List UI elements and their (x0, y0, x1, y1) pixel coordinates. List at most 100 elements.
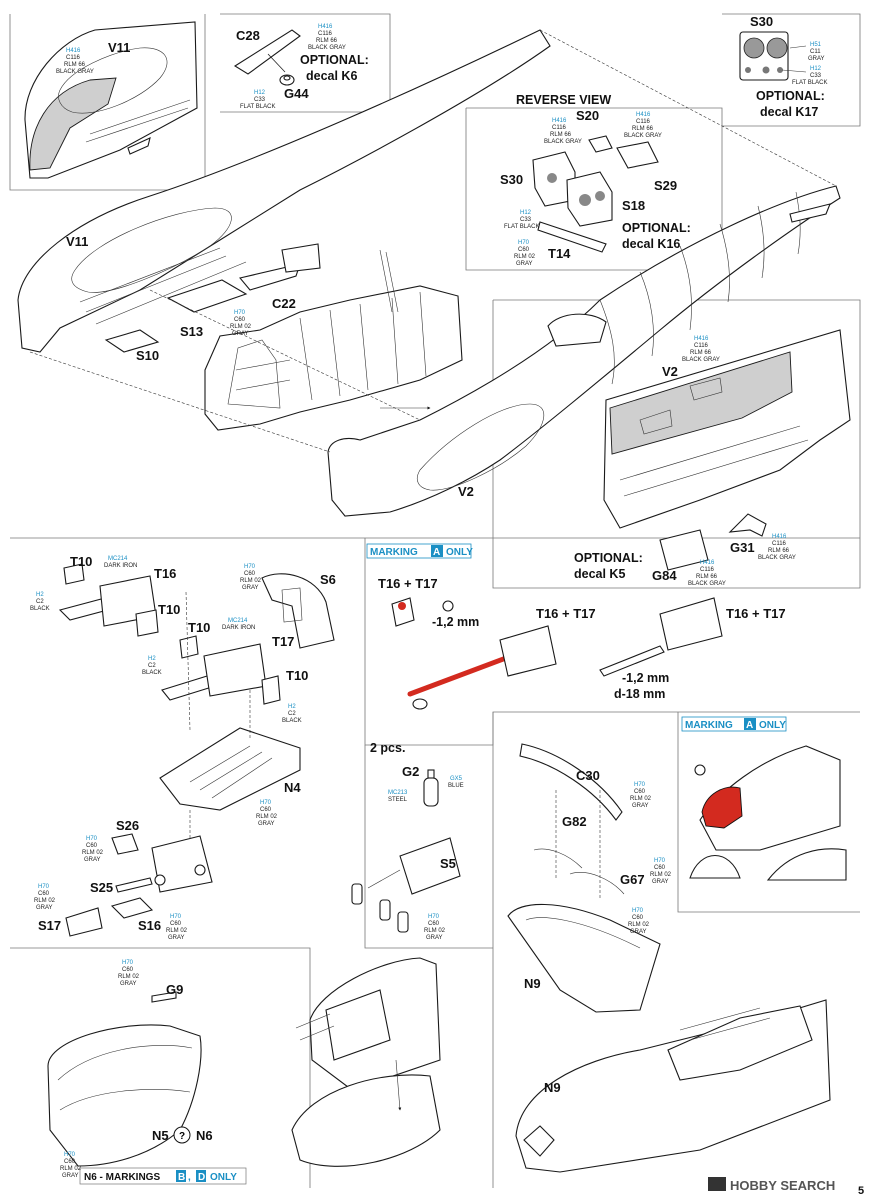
callout-h70-n5: H70 C60 RLM 02 GRAY (60, 1152, 82, 1179)
label-t10-b: T10 (158, 602, 180, 617)
label-s18: S18 (622, 198, 645, 213)
label-s6: S6 (320, 572, 336, 587)
svg-text:BLACK GRAY: BLACK GRAY (688, 581, 726, 587)
svg-text:C60: C60 (654, 865, 666, 871)
callout-h2-t10a: H2 C2 BLACK (30, 592, 50, 612)
label-s30: S30 (500, 172, 523, 187)
svg-text:RLM 66: RLM 66 (768, 548, 790, 554)
svg-text:H70: H70 (428, 914, 440, 920)
callout-h416-g84: H416 C116 RLM 66 BLACK GRAY (688, 560, 726, 587)
svg-text:H70: H70 (260, 800, 272, 806)
label-v11-main: V11 (66, 234, 88, 249)
reverse-view-detail (532, 135, 659, 253)
label-t10-c: T10 (188, 620, 210, 635)
svg-text:RLM 02: RLM 02 (82, 850, 104, 856)
svg-text:C116: C116 (66, 55, 81, 61)
g2-s5-detail (351, 769, 461, 933)
svg-text:C116: C116 (318, 31, 333, 37)
svg-text:H12: H12 (810, 66, 822, 72)
svg-text:H416: H416 (636, 112, 651, 118)
svg-text:H70: H70 (244, 564, 256, 570)
svg-text:C60: C60 (244, 571, 256, 577)
label-s5: S5 (440, 856, 456, 871)
marking-a-gun-detail (366, 543, 723, 710)
svg-text:C60: C60 (234, 317, 246, 323)
panel-frames (9, 13, 861, 1188)
svg-text:H70: H70 (122, 960, 134, 966)
svg-text:C60: C60 (634, 789, 646, 795)
svg-text:C116: C116 (636, 119, 651, 125)
label-s25: S25 (90, 880, 113, 895)
svg-text:RLM 66: RLM 66 (632, 126, 654, 132)
svg-text:H70: H70 (38, 884, 50, 890)
svg-text:C33: C33 (810, 73, 822, 79)
svg-text:H70: H70 (64, 1152, 76, 1158)
label-s29: S29 (654, 178, 677, 193)
note-optional-k6-l1: OPTIONAL: (300, 53, 369, 67)
note-optional-k6-l2: decal K6 (306, 69, 357, 83)
callout-h2-t10c: H2 C2 BLACK (142, 656, 162, 676)
note-optional-k16-l1: OPTIONAL: (622, 221, 691, 235)
svg-text:GRAY: GRAY (120, 981, 137, 987)
svg-text:GRAY: GRAY (808, 56, 825, 62)
callout-h416-s20-left: H416 C116 RLM 66 BLACK GRAY (544, 118, 582, 145)
svg-text:C33: C33 (254, 97, 266, 103)
main-fuselage (17, 29, 841, 517)
label-n5: N5 (152, 1128, 169, 1143)
n6-prefix: N6 - MARKINGS (84, 1172, 160, 1183)
svg-text:H70: H70 (170, 914, 182, 920)
svg-text:RLM 02: RLM 02 (650, 872, 672, 878)
callout-h70-s6: H70 C60 RLM 02 GRAY (240, 564, 262, 591)
label-c28: C28 (236, 28, 260, 43)
svg-text:BLACK GRAY: BLACK GRAY (544, 139, 582, 145)
callout-h70-t14: H70 C60 RLM 02 GRAY (514, 240, 536, 267)
c28-g44-detail (233, 29, 301, 86)
label-s30-top: S30 (750, 14, 773, 29)
page-number: 5 (858, 1185, 864, 1197)
svg-text:GX5: GX5 (450, 776, 463, 782)
svg-text:H70: H70 (234, 310, 246, 316)
svg-text:C116: C116 (700, 567, 715, 573)
svg-text:C60: C60 (428, 921, 440, 927)
label-s13: S13 (180, 324, 203, 339)
marking-word-1: MARKING (370, 547, 418, 558)
svg-text:GRAY: GRAY (232, 331, 249, 337)
svg-text:RLM 66: RLM 66 (64, 62, 86, 68)
label-t10-a: T10 (70, 554, 92, 569)
label-t16: T16 (154, 566, 176, 581)
callout-h70-g9: H70 C60 RLM 02 GRAY (118, 960, 140, 987)
svg-text:BLACK GRAY: BLACK GRAY (758, 555, 796, 561)
callout-h416-c28: H416 C116 RLM 66 BLACK GRAY (308, 24, 346, 51)
callout-h416-v11: H416 C116 RLM 66 BLACK GRAY (56, 48, 94, 75)
note-optional-k5-l1: OPTIONAL: (574, 551, 643, 565)
label-g84: G84 (652, 568, 677, 583)
svg-text:RLM 02: RLM 02 (34, 898, 56, 904)
label-v11-top: V11 (108, 40, 130, 55)
label-s26: S26 (116, 818, 139, 833)
svg-text:RLM 02: RLM 02 (514, 254, 536, 260)
n6-marking-d: D (198, 1172, 205, 1183)
svg-text:H70: H70 (518, 240, 530, 246)
svg-text:RLM 02: RLM 02 (424, 928, 446, 934)
svg-text:MC214: MC214 (228, 618, 248, 624)
callout-mc213-g2: MC213 STEEL (388, 790, 408, 803)
svg-text:RLM 02: RLM 02 (256, 814, 278, 820)
watermark-brand: HOBBY SEARCH (730, 1178, 835, 1193)
note-optional-k17-l2: decal K17 (760, 105, 818, 119)
callout-h70-c22: H70 C60 RLM 02 GRAY (230, 310, 252, 337)
svg-text:RLM 02: RLM 02 (240, 578, 262, 584)
svg-text:,: , (188, 1172, 191, 1183)
label-g9: G9 (166, 982, 183, 997)
svg-text:RLM 66: RLM 66 (550, 132, 572, 138)
callout-h12-g44: H12 C33 FLAT BLACK (240, 90, 275, 110)
label-n4: N4 (284, 780, 301, 795)
svg-text:GRAY: GRAY (426, 935, 443, 941)
svg-text:H2: H2 (288, 704, 296, 710)
label-g2: G2 (402, 764, 419, 779)
label-n9-b: N9 (544, 1080, 561, 1095)
svg-text:C60: C60 (86, 843, 98, 849)
gun-assembly (58, 563, 335, 937)
svg-text:C33: C33 (520, 217, 532, 223)
note-drill-a: -1,2 mm (432, 615, 479, 629)
